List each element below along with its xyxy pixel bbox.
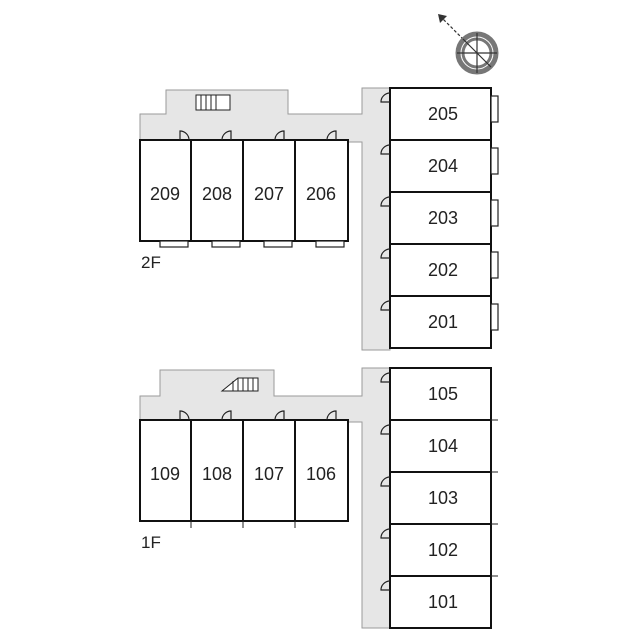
unit-label: 108 [202, 464, 232, 484]
balcony [490, 199, 499, 227]
door-icon [221, 130, 232, 141]
unit-label: 103 [428, 488, 458, 508]
column-units-2f: 205 204 203 202 201 [380, 87, 499, 349]
unit-202 [389, 243, 492, 297]
unit-label: 202 [428, 260, 458, 280]
floor-2f: 209 208 207 206 205 204 203 202 201 [139, 87, 499, 351]
unit-201 [389, 295, 492, 349]
unit-101 [389, 575, 492, 629]
unit-108 [190, 419, 244, 522]
door-icon [380, 476, 391, 487]
door-icon [179, 410, 190, 421]
balcony [490, 95, 499, 123]
balcony [159, 240, 189, 248]
door-icon [380, 300, 391, 311]
column-units-1f: 105 104 103 102 101 [380, 367, 498, 629]
door-icon [380, 528, 391, 539]
unit-label: 205 [428, 104, 458, 124]
unit-label: 203 [428, 208, 458, 228]
unit-label: 204 [428, 156, 458, 176]
floor-label-1f: 1F [141, 533, 161, 552]
door-icon [326, 410, 337, 421]
door-icon [221, 410, 232, 421]
unit-label: 104 [428, 436, 458, 456]
door-icon [380, 424, 391, 435]
row-units-2f: 209 208 207 206 [139, 130, 349, 248]
unit-label: 208 [202, 184, 232, 204]
unit-103 [389, 471, 492, 525]
unit-label: 109 [150, 464, 180, 484]
compass-north-icon [438, 14, 499, 75]
row-units-1f: 109 108 107 106 [139, 410, 349, 528]
door-icon [380, 196, 391, 207]
stairs-icon [195, 94, 231, 111]
door-icon [380, 92, 391, 103]
door-icon [380, 248, 391, 259]
unit-label: 201 [428, 312, 458, 332]
balcony [315, 240, 345, 248]
balcony [211, 240, 241, 248]
unit-label: 207 [254, 184, 284, 204]
unit-label: 105 [428, 384, 458, 404]
door-icon [380, 580, 391, 591]
unit-203 [389, 191, 492, 245]
door-icon [179, 130, 190, 141]
unit-label: 106 [306, 464, 336, 484]
door-icon [380, 144, 391, 155]
unit-206 [294, 139, 349, 242]
floor-label-2f: 2F [141, 253, 161, 272]
door-icon [380, 372, 391, 383]
stairs-icon [220, 377, 259, 392]
unit-105 [389, 367, 492, 421]
unit-102 [389, 523, 492, 577]
unit-label: 101 [428, 592, 458, 612]
unit-109 [139, 419, 192, 522]
unit-208 [190, 139, 244, 242]
balcony [490, 251, 499, 279]
unit-107 [242, 419, 296, 522]
unit-106 [294, 419, 349, 522]
door-icon [274, 130, 285, 141]
unit-204 [389, 139, 492, 193]
balcony [490, 147, 499, 175]
unit-104 [389, 419, 492, 473]
balcony [490, 303, 499, 331]
unit-label: 102 [428, 540, 458, 560]
floor-1f: 109 108 107 106 105 104 103 102 101 [139, 367, 498, 629]
door-icon [274, 410, 285, 421]
balcony [263, 240, 293, 248]
door-icon [326, 130, 337, 141]
unit-label: 209 [150, 184, 180, 204]
unit-label: 107 [254, 464, 284, 484]
unit-label: 206 [306, 184, 336, 204]
